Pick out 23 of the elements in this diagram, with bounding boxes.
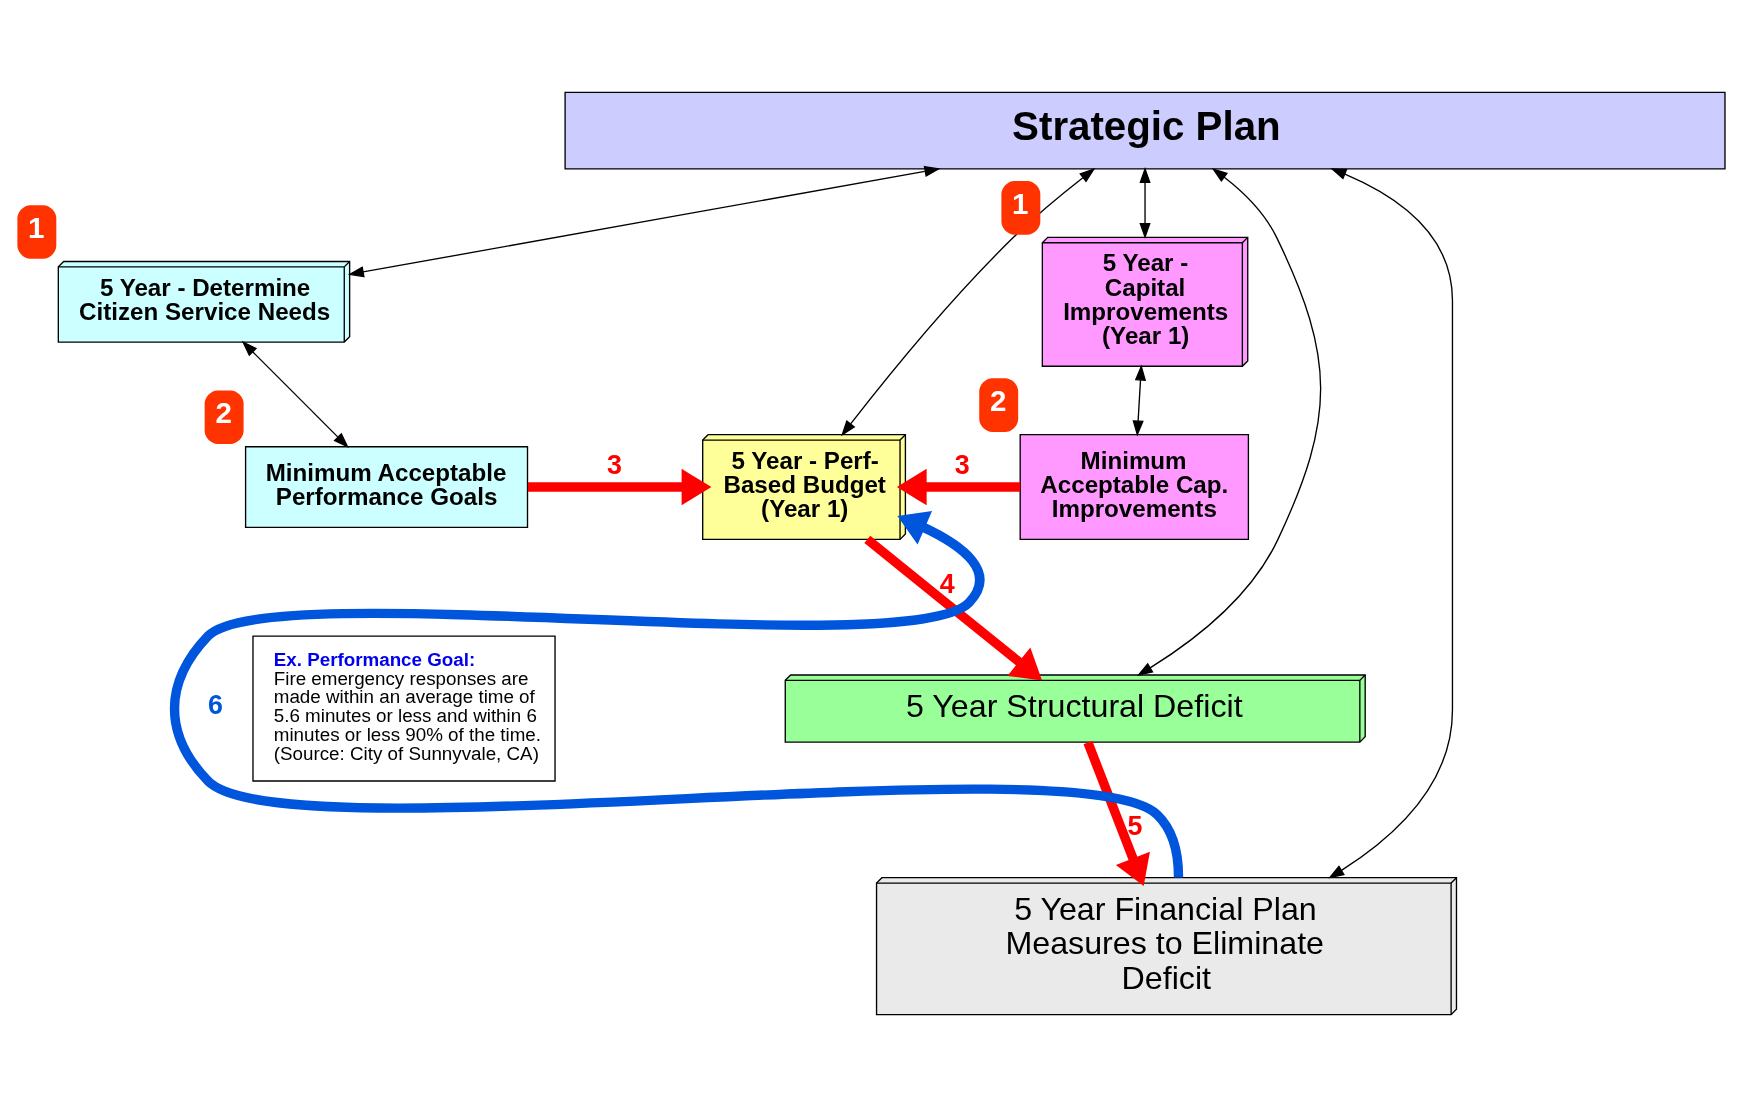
arrow [1132,364,1147,437]
edge-label: 6 [208,689,223,720]
arrow [1328,168,1454,879]
edge-label: 3 [954,449,970,480]
node-label: 2 [989,384,1007,418]
edge-label: 5 [1127,810,1143,841]
arrow [347,165,941,278]
node-label: 1 [28,211,45,245]
edge-label: 4 [939,569,955,600]
node-box: Strategic Plan [564,91,1726,170]
arrow [1139,166,1151,240]
arrow [1136,167,1322,676]
arrow [864,535,1043,681]
arrow [1083,740,1150,887]
edge-label: 3 [607,449,622,480]
arrow [170,511,1184,878]
arrow [896,468,1021,506]
node-label: 1 [1012,187,1029,220]
arrow [527,468,712,506]
arrow [241,340,349,449]
node-box: Ex. Performance Goal: Fire emergency responses are made within an average time of 5.6 minutes or less and within 6 minutes or less 90% of the time. (Source: City of Sunnyvale, CA) [252,635,556,782]
node-label: 2 [215,396,232,430]
arrow [841,168,1096,437]
